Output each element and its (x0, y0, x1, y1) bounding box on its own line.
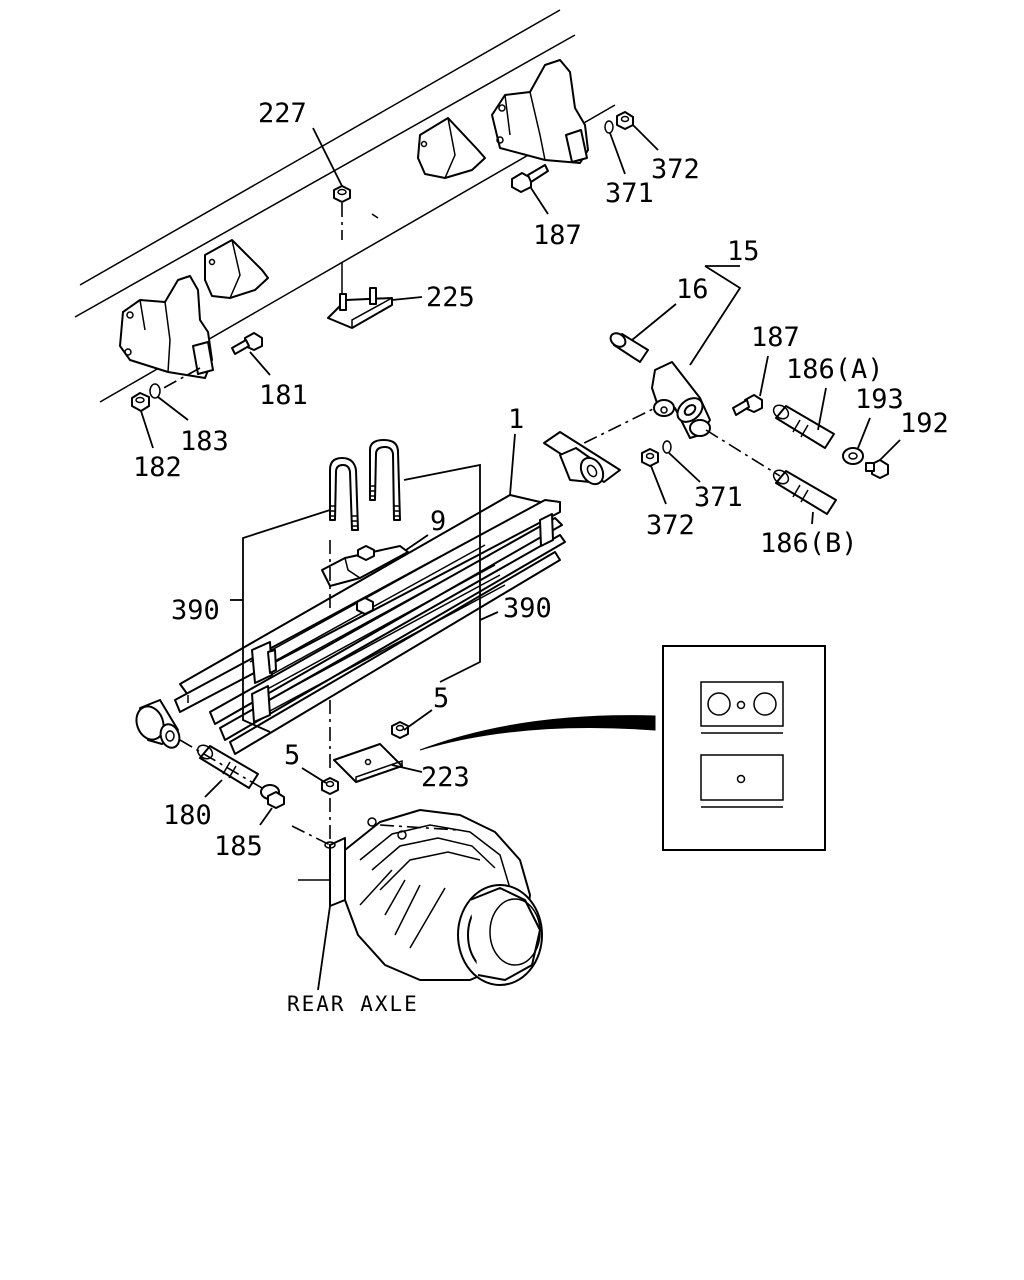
inset-detail-view (662, 645, 826, 851)
callout-186b: 186(B) (760, 528, 858, 559)
part-390-ubolt-rear (369, 439, 401, 521)
part-186b-pin (772, 469, 837, 515)
callout-185: 185 (214, 831, 263, 862)
part-5-nut-right (391, 721, 409, 739)
callout-225: 225 (426, 282, 475, 313)
callout-223: 223 (421, 762, 470, 793)
part-371-washer-top (604, 120, 614, 134)
callout-5-lower: 5 (284, 740, 300, 771)
callout-15: 15 (727, 236, 760, 267)
callout-192: 192 (900, 408, 949, 439)
callout-390-left: 390 (171, 595, 220, 626)
part-185-fitting (260, 784, 285, 809)
callout-187-right: 187 (751, 322, 800, 353)
part-180-pin (196, 744, 259, 789)
callout-1: 1 (508, 404, 524, 435)
callout-193: 193 (855, 384, 904, 415)
callout-390-right: 390 (503, 593, 552, 624)
callout-9: 9 (430, 506, 446, 537)
rear-axle-caption: REAR AXLE (287, 992, 419, 1016)
part-16-bushing (609, 332, 649, 363)
callout-186a: 186(A) (786, 354, 884, 385)
part-372-nut-top (616, 111, 634, 130)
part-192-fitting (865, 459, 889, 479)
part-372-nut-right (641, 448, 659, 467)
callout-183: 183 (180, 426, 229, 457)
part-187-bolt-right (732, 394, 763, 416)
part-1-leaf-spring (135, 431, 621, 755)
front-spring-hanger (119, 239, 269, 379)
leader-lines (140, 124, 901, 991)
callout-227: 227 (258, 98, 307, 129)
part-223-plate (333, 743, 403, 783)
callout-181: 181 (259, 380, 308, 411)
part-183-washer (149, 383, 161, 399)
rear-spring-hanger (417, 59, 589, 179)
callout-182: 182 (133, 452, 182, 483)
part-225-bracket (327, 287, 393, 329)
part-390-ubolt-front (329, 457, 359, 531)
part-371-washer-right (662, 440, 672, 454)
part-187-bolt-top (511, 164, 549, 193)
callout-371-top: 371 (605, 178, 654, 209)
part-193-washer (842, 447, 864, 465)
callout-187-top: 187 (533, 220, 582, 251)
callout-371-right: 371 (694, 482, 743, 513)
part-5-nut-left (321, 777, 339, 795)
part-186a-pin (772, 404, 835, 449)
callout-180: 180 (163, 800, 212, 831)
part-5-nut-center (356, 597, 374, 615)
rear-axle-hub (291, 809, 543, 986)
callout-5-upper: 5 (433, 683, 449, 714)
part-181-bolt (231, 332, 263, 355)
callout-labels: 227 372 371 187 225 15 16 187 186(A) 193… (133, 98, 949, 1016)
callout-16: 16 (676, 274, 709, 305)
callout-372-top: 372 (651, 154, 700, 185)
part-227-nut (333, 185, 351, 203)
inset-pointer (419, 715, 656, 751)
callout-372-right: 372 (646, 510, 695, 541)
part-15-shackle (651, 361, 711, 439)
part-182-nut (131, 392, 150, 412)
